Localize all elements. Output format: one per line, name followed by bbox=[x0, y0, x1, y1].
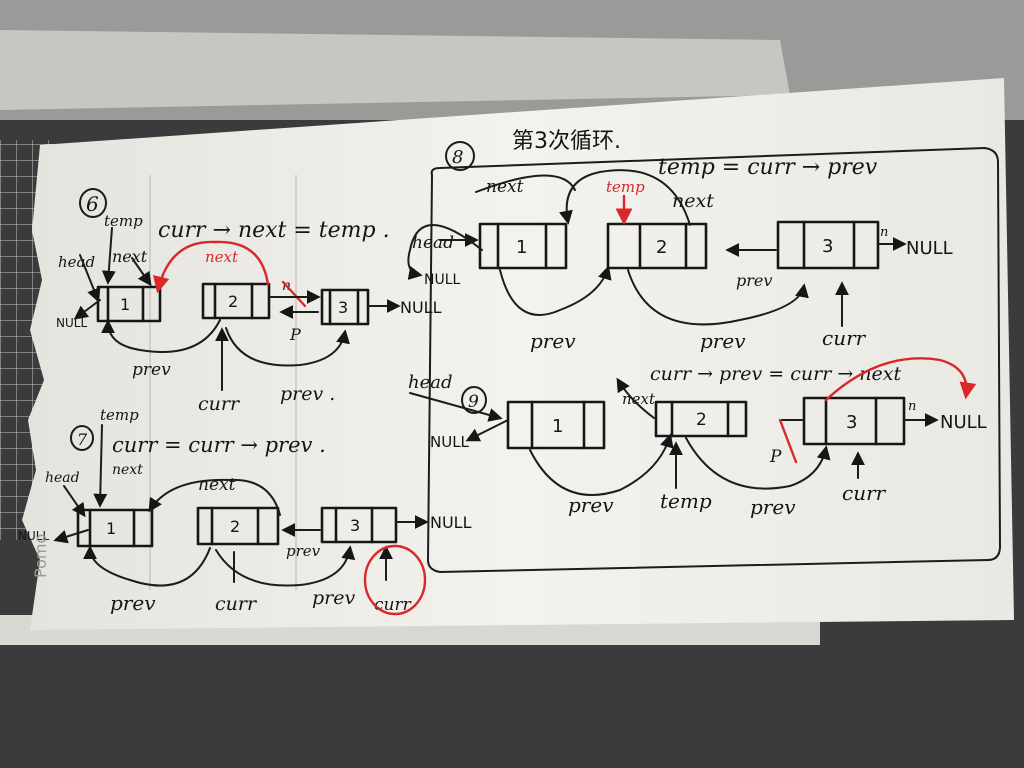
label-prev: prev bbox=[750, 495, 796, 519]
label-null: NULL bbox=[56, 316, 87, 330]
node-1: 1 bbox=[96, 285, 162, 323]
step-8: 8 第3次循环. temp = curr → prev next temp ne… bbox=[407, 129, 953, 353]
step-number: 7 bbox=[77, 430, 88, 449]
step-number: 6 bbox=[86, 192, 99, 216]
svg-text:2: 2 bbox=[656, 237, 667, 258]
heading: 第3次循环. bbox=[512, 129, 621, 154]
formula: curr = curr → prev . bbox=[112, 433, 326, 457]
label-null: NULL bbox=[430, 433, 470, 451]
label-null: NULL bbox=[424, 272, 461, 288]
label-curr: curr bbox=[822, 326, 867, 350]
node-1: 1 bbox=[506, 400, 606, 450]
label-curr-red: curr bbox=[374, 595, 412, 615]
label-prev: prev bbox=[312, 587, 355, 609]
svg-text:1: 1 bbox=[120, 295, 130, 314]
label-prev-small: prev bbox=[736, 271, 772, 290]
svg-text:1: 1 bbox=[552, 416, 563, 437]
label-prev: prev bbox=[286, 542, 321, 560]
label-null: NULL bbox=[940, 412, 987, 433]
label-prev: prev bbox=[700, 329, 746, 353]
label-null: NULL bbox=[400, 298, 442, 317]
svg-text:3: 3 bbox=[822, 236, 833, 257]
svg-text:2: 2 bbox=[696, 410, 707, 430]
step-9: 9 head curr → prev = curr → next NULL NU… bbox=[408, 357, 987, 519]
svg-text:1: 1 bbox=[516, 237, 527, 258]
label-head: head bbox=[412, 233, 454, 253]
node-2: 2 bbox=[196, 506, 280, 546]
label-head: head bbox=[45, 470, 80, 486]
formula: curr → next = temp . bbox=[158, 218, 390, 243]
node-2: 2 bbox=[606, 222, 708, 270]
label-prev: prev bbox=[568, 493, 614, 517]
label-p: P bbox=[769, 447, 782, 467]
label-null: NULL bbox=[18, 529, 49, 543]
svg-text:3: 3 bbox=[350, 516, 360, 535]
label-curr: curr bbox=[198, 393, 241, 415]
label-next: next bbox=[622, 390, 656, 408]
label-head: head bbox=[58, 253, 95, 271]
watermark: Pomo bbox=[31, 534, 50, 578]
label-curr: curr bbox=[842, 481, 887, 505]
label-next-red: next bbox=[205, 248, 239, 266]
svg-text:2: 2 bbox=[228, 292, 238, 311]
label-n: n bbox=[880, 225, 888, 240]
label-prev: prev . bbox=[280, 383, 335, 405]
node-2: 2 bbox=[201, 282, 271, 320]
label-null: NULL bbox=[430, 513, 472, 532]
node-2: 2 bbox=[654, 400, 748, 438]
formula: curr → prev = curr → next bbox=[650, 363, 902, 385]
label-head: head bbox=[408, 372, 453, 393]
formula: temp = curr → prev bbox=[658, 155, 878, 180]
svg-text:1: 1 bbox=[106, 519, 116, 538]
label-temp: temp bbox=[660, 489, 712, 513]
step-number: 8 bbox=[452, 147, 463, 168]
label-next: next bbox=[112, 247, 148, 266]
svg-text:2: 2 bbox=[230, 517, 240, 536]
node-3: 3 bbox=[320, 506, 398, 544]
label-next: next bbox=[198, 475, 236, 495]
label-p: P bbox=[289, 325, 301, 344]
step-7: 7 temp curr = curr → prev . head next ne… bbox=[18, 406, 472, 616]
svg-text:3: 3 bbox=[338, 298, 348, 317]
label-null: NULL bbox=[906, 238, 953, 259]
label-temp: temp bbox=[104, 212, 143, 230]
label-prev: prev bbox=[132, 360, 171, 380]
svg-text:3: 3 bbox=[846, 412, 857, 433]
step-number: 9 bbox=[468, 392, 479, 412]
label-n: n bbox=[908, 399, 916, 414]
node-3: 3 bbox=[776, 220, 880, 270]
label-prev: prev bbox=[530, 329, 576, 353]
label-next-small: next bbox=[112, 462, 143, 478]
label-next-top: next bbox=[486, 177, 524, 197]
node-1: 1 bbox=[478, 222, 568, 270]
label-curr: curr bbox=[215, 593, 258, 615]
step-frame bbox=[426, 146, 1002, 574]
step-6: 6 curr → next = temp . temp head next ne… bbox=[56, 188, 442, 415]
label-prev: prev bbox=[110, 591, 156, 615]
label-temp: temp bbox=[100, 406, 139, 424]
node-1: 1 bbox=[76, 508, 154, 548]
label-temp-red: temp bbox=[606, 178, 645, 196]
light-glare bbox=[0, 30, 790, 110]
paper-sheet bbox=[22, 78, 1014, 630]
